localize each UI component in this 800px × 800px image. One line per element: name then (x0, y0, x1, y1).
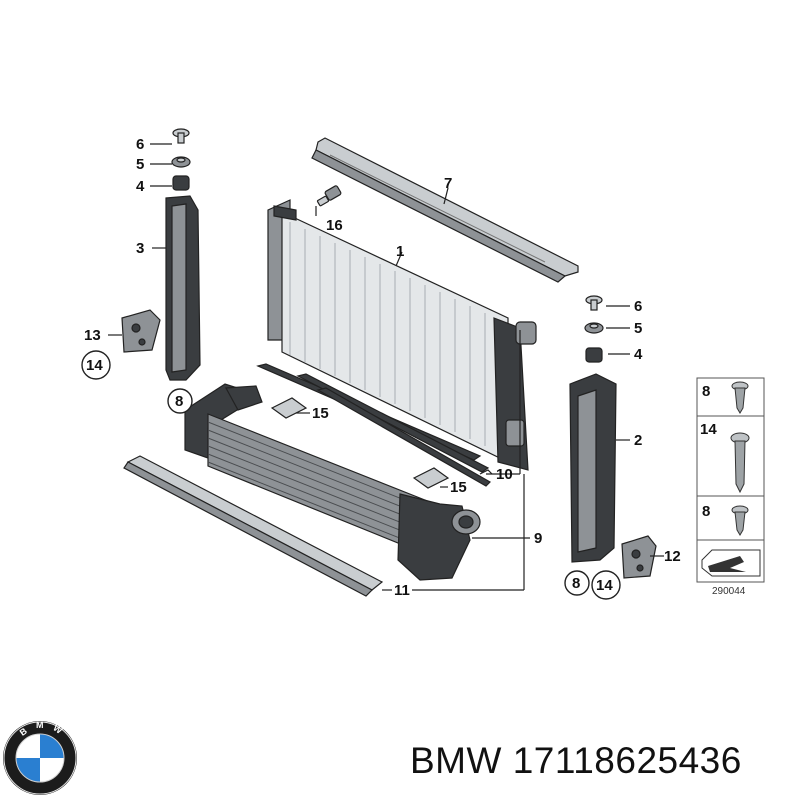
screw-long-icon (730, 432, 750, 494)
svg-text:B: B (18, 726, 29, 738)
leader-lines (108, 143, 664, 591)
callout-3: 3 (136, 240, 144, 257)
callout-6-right: 6 (634, 298, 642, 315)
callout-15-lower: 15 (450, 479, 467, 496)
svg-text:M: M (36, 720, 44, 730)
callout-5-left: 5 (136, 156, 144, 173)
callout-9: 9 (534, 530, 542, 547)
screw-short-icon (731, 381, 749, 414)
callout-14-left: 14 (86, 357, 103, 374)
legend-item-14: 14 (700, 421, 717, 438)
callout-4-right: 4 (634, 346, 643, 363)
right-bracket (569, 373, 617, 563)
circle-8-left (167, 388, 193, 414)
circle-14-left (81, 350, 111, 380)
callout-2: 2 (634, 432, 642, 449)
legend-item-8-bottom: 8 (702, 503, 710, 520)
callout-15-upper: 15 (312, 405, 329, 422)
fastener-legend: 8 14 8 290044 (696, 377, 765, 597)
clips (270, 397, 450, 489)
circle-14-right (591, 570, 621, 600)
callout-12: 12 (664, 548, 681, 565)
brand-part-number: BMW 17118625436 (410, 740, 742, 782)
part-number: 17118625436 (512, 740, 742, 781)
right-fastener-stack (584, 295, 604, 363)
callout-10: 10 (496, 466, 513, 483)
legend-item-8-top: 8 (702, 383, 710, 400)
left-fastener-stack (171, 128, 191, 191)
circle-8-right (564, 570, 590, 596)
callout-8-right: 8 (572, 575, 580, 592)
callout-1: 1 (396, 243, 404, 260)
callout-13: 13 (84, 327, 101, 344)
seal-strips (256, 363, 491, 487)
left-bracket (165, 195, 201, 381)
bmw-logo: B M W (3, 720, 77, 795)
right-mount (621, 535, 657, 579)
callout-4-left: 4 (136, 178, 145, 195)
arrow-placard-icon (701, 549, 761, 577)
callout-7: 7 (444, 175, 452, 192)
callout-8-left: 8 (175, 393, 183, 410)
left-mount (121, 309, 161, 353)
callout-16: 16 (326, 217, 343, 234)
intercooler (184, 383, 481, 581)
sensor (316, 185, 342, 207)
callout-14-right: 14 (596, 577, 613, 594)
screw-flat-icon (731, 505, 749, 536)
lower-strip (123, 455, 384, 597)
brand-name: BMW (410, 740, 502, 781)
callout-11: 11 (394, 582, 410, 599)
upper-cover-strip (311, 137, 579, 283)
callout-5-right: 5 (634, 320, 642, 337)
diagram-reference-code: 290044 (712, 586, 746, 597)
callout-6-left: 6 (136, 136, 144, 153)
